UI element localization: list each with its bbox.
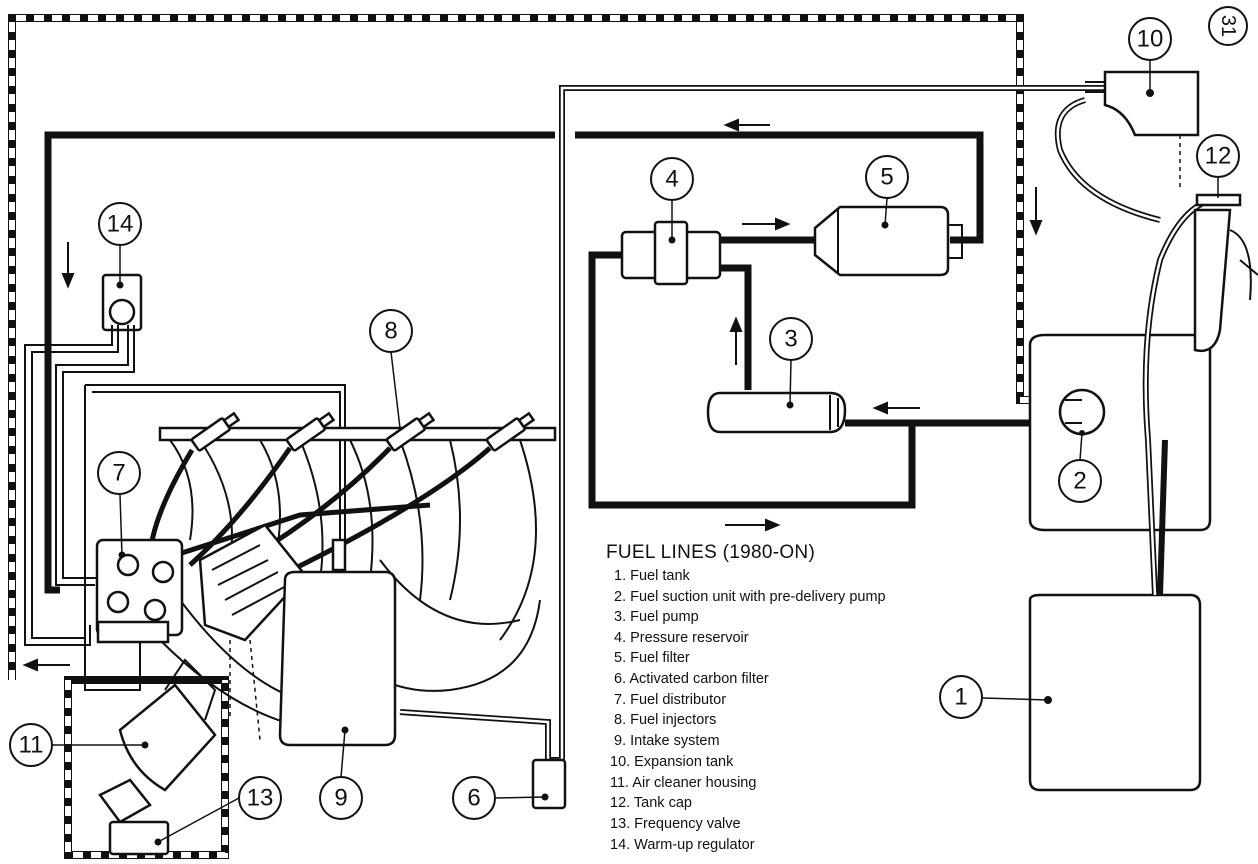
legend-item: 1. Fuel tank — [614, 568, 691, 584]
svg-text:8: 8 — [384, 318, 397, 345]
fuel-filter — [813, 205, 963, 277]
callout-13: 13 — [238, 776, 282, 820]
callout-7: 7 — [97, 451, 141, 495]
callout-8: 8 — [369, 309, 413, 353]
svg-text:2: 2 — [1073, 468, 1086, 495]
fuel-suction-unit — [1058, 388, 1106, 436]
svg-text:6: 6 — [467, 785, 480, 812]
expansion-tank — [1054, 70, 1200, 223]
page-number-badge: 31 — [1208, 6, 1248, 46]
callout-4: 4 — [650, 157, 694, 201]
flow-arrows — [22, 118, 1043, 672]
callout-10: 10 — [1128, 17, 1172, 61]
svg-text:13: 13 — [247, 785, 274, 812]
callout-6: 6 — [452, 776, 496, 820]
legend-item: 8. Fuel injectors — [614, 712, 716, 728]
warm-up-regulator — [101, 273, 143, 332]
fuel-pump — [706, 391, 847, 434]
legend-item: 5. Fuel filter — [614, 650, 690, 666]
svg-text:9: 9 — [334, 785, 347, 812]
callout-5: 5 — [865, 155, 909, 199]
legend-item: 10. Expansion tank — [610, 754, 734, 770]
svg-text:11: 11 — [19, 732, 44, 759]
callout-1: 1 — [939, 675, 983, 719]
svg-text:7: 7 — [112, 460, 125, 487]
activated-carbon-filter — [531, 758, 567, 810]
mixture-control-unit — [198, 523, 307, 741]
frequency-valve — [108, 820, 170, 856]
legend-item: 4. Pressure reservoir — [614, 630, 749, 646]
svg-text:5: 5 — [880, 164, 893, 191]
legend: FUEL LINES (1980-ON) 1. Fuel tank 2. Fue… — [606, 542, 886, 853]
svg-text:10: 10 — [1137, 26, 1164, 53]
legend-item: 12. Tank cap — [610, 795, 692, 811]
callout-2: 2 — [1058, 459, 1102, 503]
callout-3: 3 — [769, 317, 813, 361]
leader-lines — [52, 58, 1219, 843]
legend-item: 14. Warm-up regulator — [610, 837, 755, 853]
svg-text:4: 4 — [665, 166, 678, 193]
legend-item: 2. Fuel suction unit with pre-delivery p… — [614, 589, 886, 605]
callout-12: 12 — [1196, 134, 1240, 178]
callout-14: 14 — [98, 202, 142, 246]
fuel-injectors — [190, 411, 536, 452]
legend-title: FUEL LINES (1980-ON) — [606, 542, 815, 563]
legend-item: 11. Air cleaner housing — [610, 775, 756, 791]
legend-item: 6. Activated carbon filter — [614, 671, 769, 687]
svg-text:14: 14 — [107, 211, 134, 238]
intake-system — [278, 538, 397, 747]
legend-item: 13. Frequency valve — [610, 816, 741, 832]
svg-text:3: 3 — [784, 326, 797, 353]
svg-text:12: 12 — [1205, 143, 1232, 170]
callout-9: 9 — [319, 776, 363, 820]
pressure-reservoir — [620, 220, 722, 286]
callout-11: 11 — [9, 723, 53, 767]
legend-item: 7. Fuel distributor — [614, 692, 726, 708]
air-cleaner-housing — [98, 658, 217, 824]
fuel-return-line — [44, 131, 984, 594]
legend-item: 3. Fuel pump — [614, 609, 699, 625]
legend-item: 9. Intake system — [614, 733, 720, 749]
svg-text:1: 1 — [954, 684, 967, 711]
fuel-distributor — [95, 538, 184, 644]
page-number-text: 31 — [1217, 15, 1239, 37]
